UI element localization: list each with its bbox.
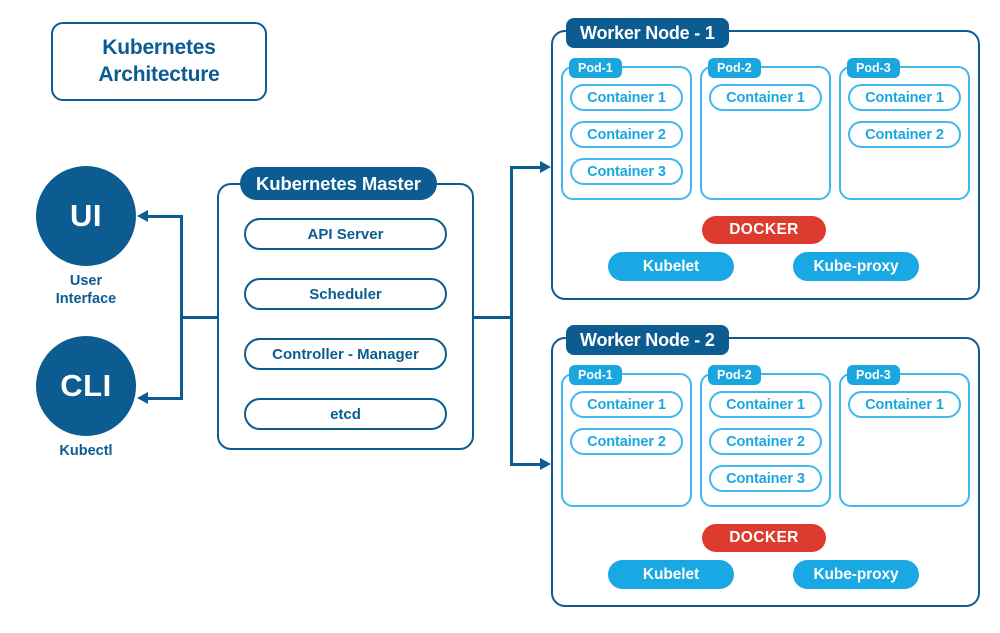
- connector-branch-worker-2: [510, 463, 541, 466]
- connector-master-to-clients-trunk: [180, 316, 220, 319]
- worker-node-2-pod-3-container-1[interactable]: Container 1: [848, 391, 961, 418]
- arrowhead-cli: [137, 392, 148, 404]
- worker-node-2-pod-2-badge: Pod-2: [708, 365, 761, 385]
- worker-node-2-pod-2-container-3-label: Container 3: [726, 470, 805, 487]
- kubernetes-master-title: Kubernetes Master: [256, 172, 421, 194]
- worker-node-1-pod-1-container-1-label: Container 1: [587, 89, 666, 106]
- worker-node-1-pod-3-label: Pod-3: [856, 61, 891, 75]
- worker-node-2-pod-1-container-2[interactable]: Container 2: [570, 428, 683, 455]
- worker-node-1-pod-2-label: Pod-2: [717, 61, 752, 75]
- worker-node-1-pod-1-container-3-label: Container 3: [587, 163, 666, 180]
- worker-node-2-kube-proxy-label: Kube-proxy: [813, 565, 899, 583]
- master-component-api-server[interactable]: API Server: [244, 218, 447, 250]
- worker-node-2-pod-1-container-2-label: Container 2: [587, 433, 666, 450]
- diagram-title-line1: Kubernetes: [102, 36, 216, 60]
- worker-node-2-docker-badge[interactable]: DOCKER: [702, 524, 826, 552]
- kubernetes-master-title-badge: Kubernetes Master: [240, 167, 437, 200]
- worker-node-2-title: Worker Node - 2: [580, 329, 715, 350]
- connector-master-to-workers-trunk: [473, 316, 513, 319]
- worker-node-2-pod-2-container-1-label: Container 1: [726, 396, 805, 413]
- worker-node-2-pod-2-container-3[interactable]: Container 3: [709, 465, 822, 492]
- master-component-scheduler-label: Scheduler: [309, 285, 382, 303]
- worker-node-1-pod-1-label: Pod-1: [578, 61, 613, 75]
- worker-node-2-pod-1-container-1[interactable]: Container 1: [570, 391, 683, 418]
- master-component-etcd-label: etcd: [330, 405, 361, 423]
- worker-node-1-pod-2-container-1[interactable]: Container 1: [709, 84, 822, 111]
- worker-node-1-kube-proxy-label: Kube-proxy: [813, 257, 899, 275]
- client-caption-ui: User Interface: [16, 273, 156, 308]
- worker-node-2-title-badge: Worker Node - 2: [566, 325, 729, 355]
- client-caption-ui-line2: Interface: [55, 290, 117, 307]
- worker-node-1-pod-3-container-1-label: Container 1: [865, 89, 944, 106]
- worker-node-2-pod-2-label: Pod-2: [717, 368, 752, 382]
- connector-branch-cli: [148, 397, 183, 400]
- connector-branch-worker-1: [510, 166, 541, 169]
- worker-node-2-pod-2-container-2[interactable]: Container 2: [709, 428, 822, 455]
- connector-branch-ui: [148, 215, 183, 218]
- worker-node-2-pod-3-container-1-label: Container 1: [865, 396, 944, 413]
- client-circle-cli: CLI: [36, 336, 136, 436]
- worker-node-1-pod-1-container-1[interactable]: Container 1: [570, 84, 683, 111]
- worker-node-1-title-badge: Worker Node - 1: [566, 18, 729, 48]
- worker-node-1-pod-3-container-2-label: Container 2: [865, 126, 944, 143]
- worker-node-1-pod-1-container-2-label: Container 2: [587, 126, 666, 143]
- worker-node-1-pod-3-badge: Pod-3: [847, 58, 900, 78]
- worker-node-1-pod-2-container-1-label: Container 1: [726, 89, 805, 106]
- diagram-title-line2: Architecture: [98, 62, 220, 86]
- client-circle-ui: UI: [36, 166, 136, 266]
- worker-node-2-docker-label: DOCKER: [729, 529, 799, 546]
- client-circle-cli-label: CLI: [60, 368, 112, 403]
- worker-node-1-pod-1-container-3[interactable]: Container 3: [570, 158, 683, 185]
- worker-node-1-pod-1-container-2[interactable]: Container 2: [570, 121, 683, 148]
- worker-node-2-kube-proxy-badge[interactable]: Kube-proxy: [793, 560, 919, 589]
- worker-node-1-kube-proxy-badge[interactable]: Kube-proxy: [793, 252, 919, 281]
- arrowhead-worker-1: [540, 161, 551, 173]
- client-circle-ui-label: UI: [70, 198, 102, 233]
- client-caption-cli: Kubectl: [16, 443, 156, 461]
- arrowhead-ui: [137, 210, 148, 222]
- worker-node-1-pod-3-container-2[interactable]: Container 2: [848, 121, 961, 148]
- master-component-controller-manager-label: Controller - Manager: [272, 345, 419, 363]
- worker-node-2-pod-2-container-1[interactable]: Container 1: [709, 391, 822, 418]
- worker-node-2-pod-3-label: Pod-3: [856, 368, 891, 382]
- connector-clients-spine: [180, 215, 183, 400]
- connector-workers-spine: [510, 166, 513, 466]
- diagram-title-card: Kubernetes Architecture: [51, 22, 267, 101]
- worker-node-2-pod-1-badge: Pod-1: [569, 365, 622, 385]
- worker-node-1-title: Worker Node - 1: [580, 22, 715, 43]
- master-component-etcd[interactable]: etcd: [244, 398, 447, 430]
- worker-node-1-pod-3-container-1[interactable]: Container 1: [848, 84, 961, 111]
- worker-node-2-pod-1-label: Pod-1: [578, 368, 613, 382]
- master-component-scheduler[interactable]: Scheduler: [244, 278, 447, 310]
- worker-node-1-docker-badge[interactable]: DOCKER: [702, 216, 826, 244]
- worker-node-1-pod-1-badge: Pod-1: [569, 58, 622, 78]
- worker-node-2-pod-3-badge: Pod-3: [847, 365, 900, 385]
- worker-node-2-pod-2-container-2-label: Container 2: [726, 433, 805, 450]
- worker-node-2-kubelet-label: Kubelet: [642, 565, 700, 583]
- client-caption-ui-line1: User: [69, 273, 103, 289]
- arrowhead-worker-2: [540, 458, 551, 470]
- worker-node-2-pod-1-container-1-label: Container 1: [587, 396, 666, 413]
- master-component-controller-manager[interactable]: Controller - Manager: [244, 338, 447, 370]
- client-caption-cli-line1: Kubectl: [59, 443, 113, 459]
- worker-node-1-pod-2-badge: Pod-2: [708, 58, 761, 78]
- worker-node-1-kubelet-label: Kubelet: [642, 257, 700, 275]
- worker-node-1-docker-label: DOCKER: [729, 221, 799, 238]
- worker-node-1-kubelet-badge[interactable]: Kubelet: [608, 252, 734, 281]
- worker-node-2-kubelet-badge[interactable]: Kubelet: [608, 560, 734, 589]
- master-component-api-server-label: API Server: [307, 225, 384, 243]
